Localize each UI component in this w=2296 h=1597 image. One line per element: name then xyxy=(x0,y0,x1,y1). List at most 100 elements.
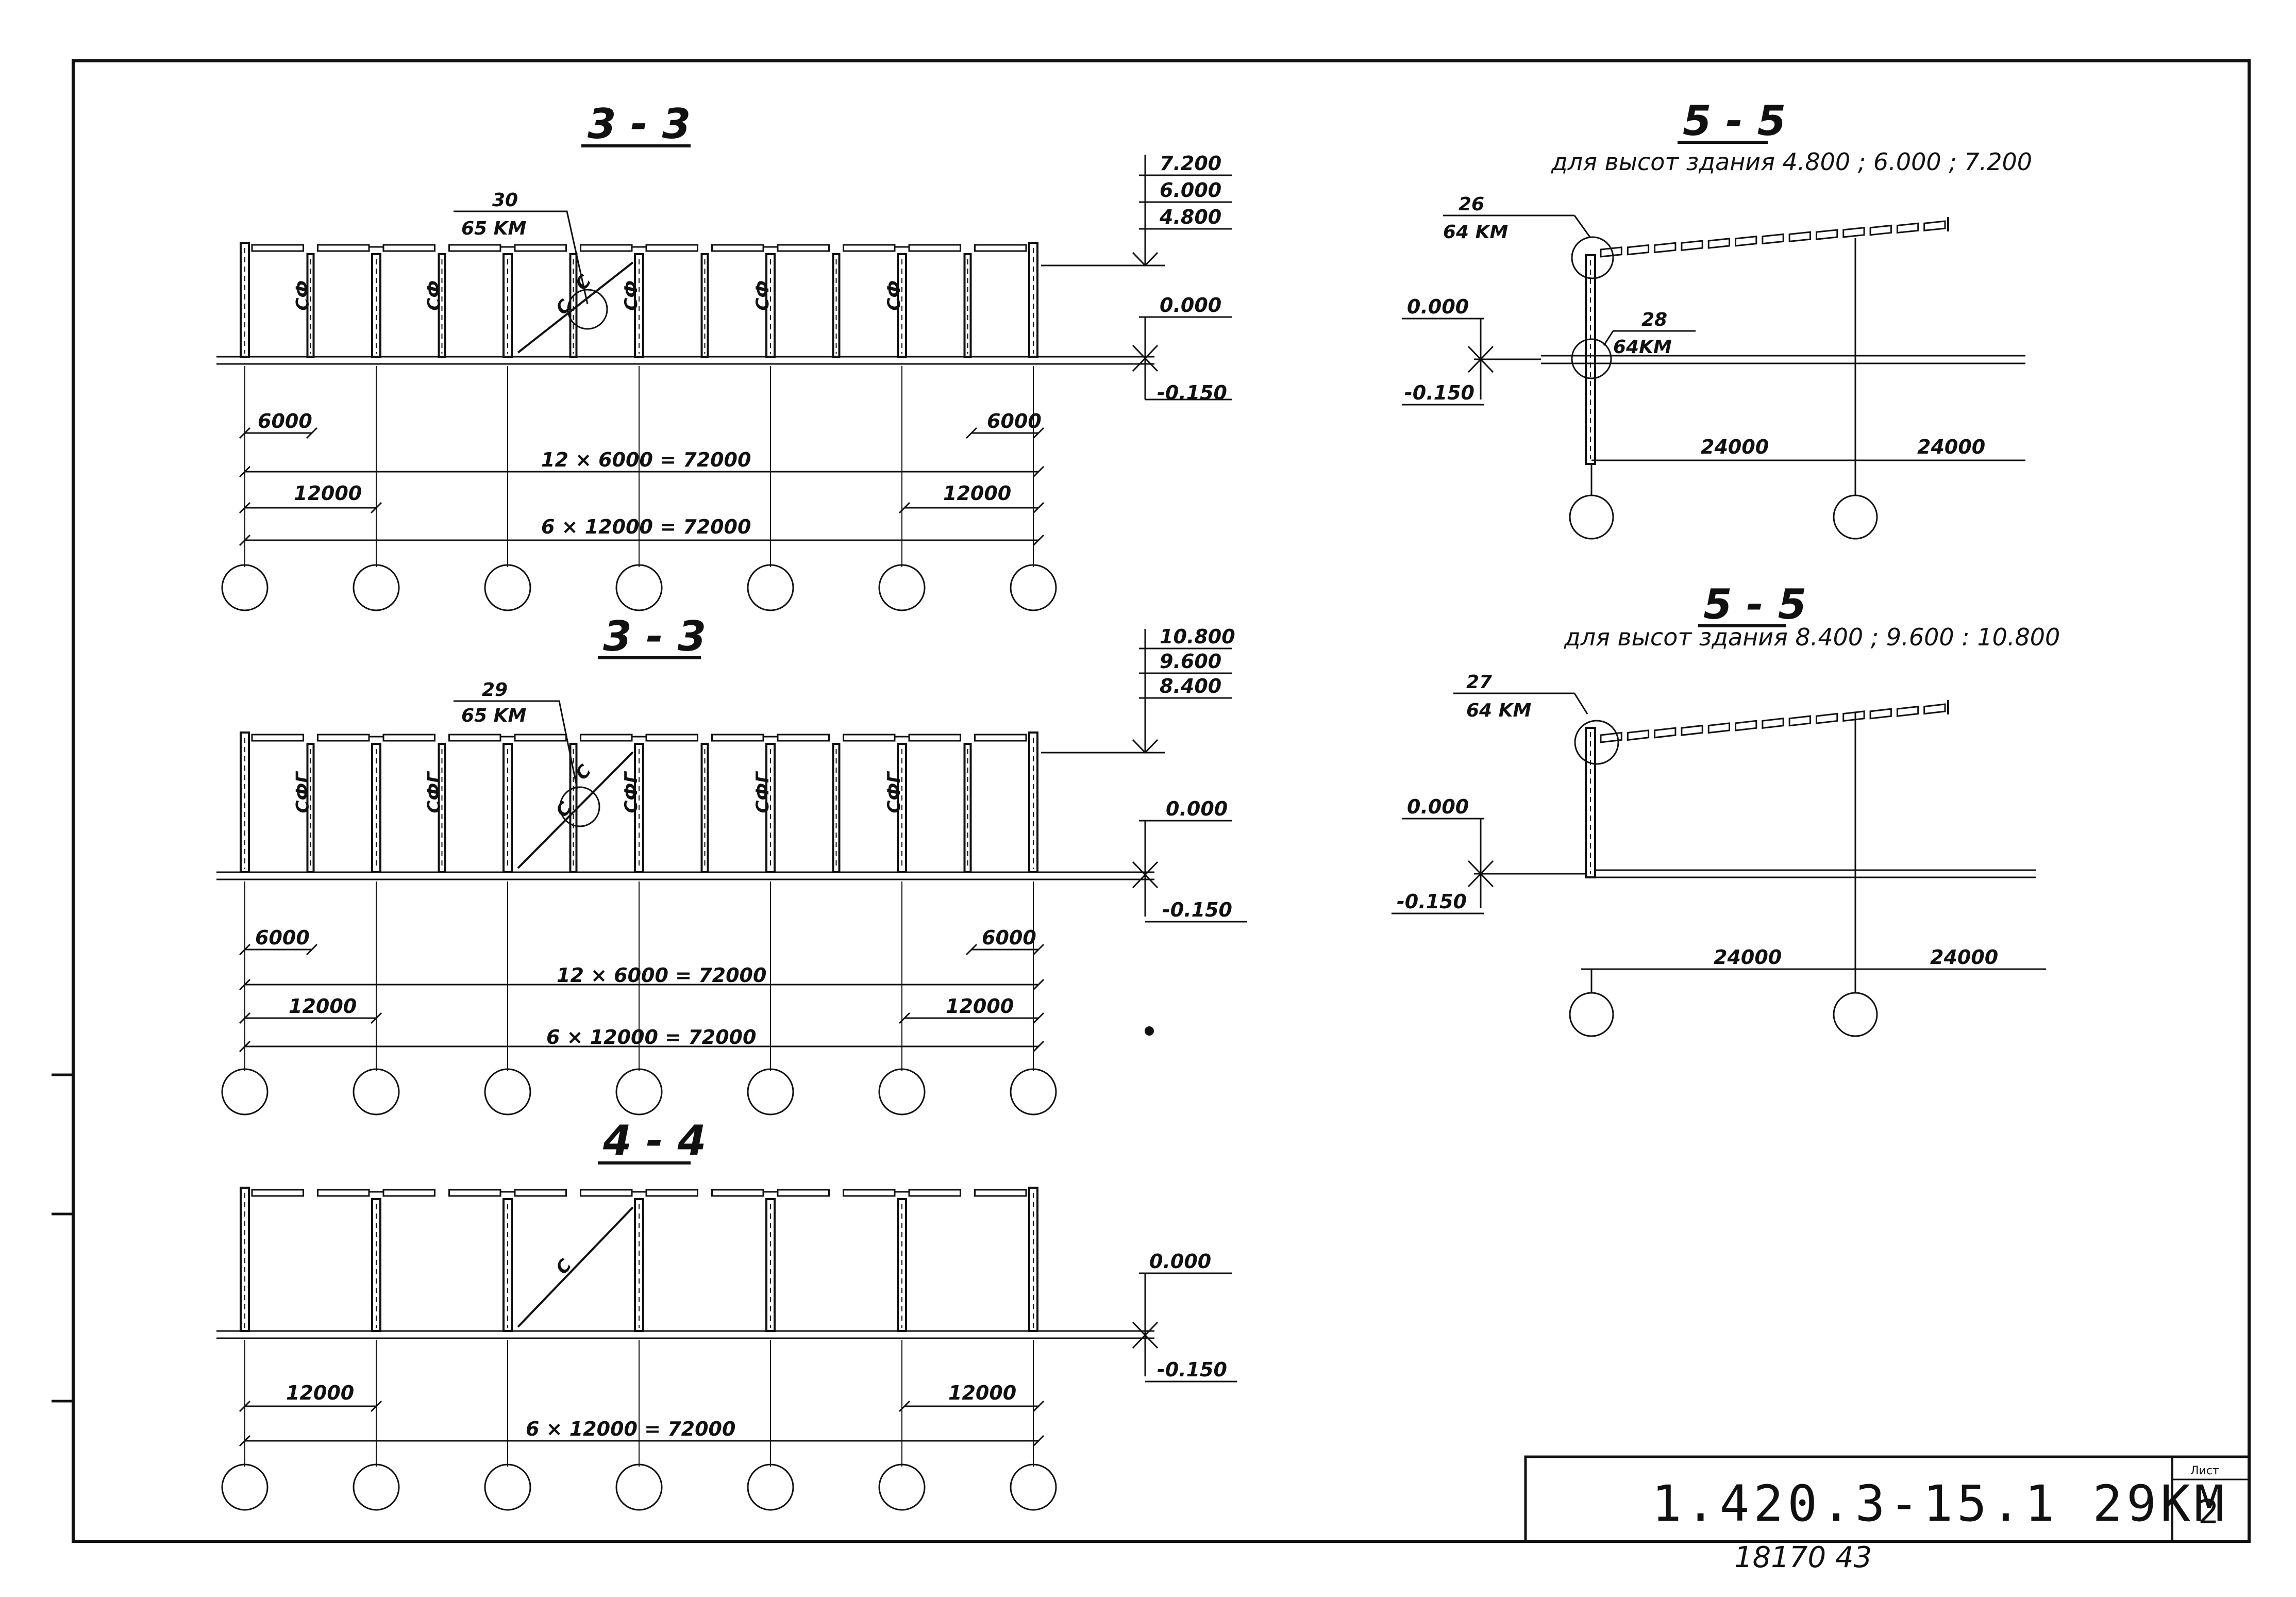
axis-bubble xyxy=(1010,564,1057,611)
dimension-tick xyxy=(306,427,318,439)
dimension-tick xyxy=(898,1012,911,1024)
roof-panel xyxy=(1707,238,1731,249)
dimension-tick xyxy=(1032,1435,1045,1447)
node-circle xyxy=(559,786,600,827)
panel-label: СФ xyxy=(293,280,313,311)
axis-bubble xyxy=(747,1463,794,1511)
roof-panel xyxy=(251,244,304,252)
axis-bubble xyxy=(1833,494,1878,540)
axis-bubbles xyxy=(221,1463,1057,1511)
dimension-tick xyxy=(1032,1012,1045,1024)
roof-panel xyxy=(580,244,633,252)
column xyxy=(634,743,644,873)
column xyxy=(306,743,315,873)
brace-label: С xyxy=(552,1255,576,1278)
dim-label: 6000 xyxy=(987,410,1042,432)
column xyxy=(897,1198,907,1332)
section-subtitle: для высот здания 8.400 ; 9.600 : 10.800 xyxy=(1564,623,2060,651)
frame-elevation: С xyxy=(216,1187,1154,1467)
column xyxy=(963,253,972,358)
roof-panel xyxy=(1654,727,1677,739)
roof-panel xyxy=(1762,233,1784,245)
panel-label: СФ xyxy=(621,280,642,311)
roof-panel xyxy=(317,1189,370,1197)
roof-panel xyxy=(514,734,567,742)
section-5-5-lower: 5 - 5 для высот здания 8.400 ; 9.600 : 1… xyxy=(1392,580,2060,1037)
roof-panel xyxy=(711,244,764,252)
node-number: 30 xyxy=(492,190,518,211)
node-number: 28 xyxy=(1641,309,1667,330)
column xyxy=(502,253,513,358)
ink-dot xyxy=(1145,1026,1154,1036)
column xyxy=(240,242,250,358)
brace-label: С xyxy=(552,295,576,319)
panel-label: СФГ xyxy=(752,771,773,813)
column xyxy=(1028,731,1038,873)
section-4-4: 4 - 4 С 0.000 -0.150 12000 12000 6 × 120… xyxy=(216,1117,1237,1511)
panel-label: СФ xyxy=(424,280,445,311)
axis-bubble xyxy=(878,1068,926,1116)
axis-bubble xyxy=(484,1463,531,1511)
roof-panel xyxy=(1896,705,1919,717)
dimension-tick xyxy=(898,1400,911,1412)
column xyxy=(240,1187,250,1332)
roof-panel xyxy=(448,244,501,252)
column xyxy=(1028,1187,1038,1332)
axis-bubble xyxy=(221,564,269,611)
node-circle xyxy=(567,289,608,330)
node-number: 26 xyxy=(1459,194,1484,215)
section-5-5-upper: 5 - 5 для высот здания 4.800 ; 6.000 ; 7… xyxy=(1402,97,2032,540)
roof-panel xyxy=(843,1189,896,1197)
axis-bubble xyxy=(1569,494,1614,540)
level-label: 7.200 xyxy=(1160,152,1221,175)
axis-bubbles xyxy=(221,1068,1057,1116)
column xyxy=(438,743,446,873)
sheet-frame xyxy=(72,59,2251,1543)
roof-panel xyxy=(843,734,896,742)
document-code: 1.420.3-15.1 29KM xyxy=(1652,1475,2228,1533)
level-label: 9.600 xyxy=(1160,650,1221,673)
roof-panel xyxy=(1788,715,1811,727)
roof-panel xyxy=(1627,244,1650,256)
axis-bubble xyxy=(353,564,400,611)
column xyxy=(765,743,776,873)
span-label: 24000 xyxy=(1714,946,1782,969)
column xyxy=(240,731,250,873)
dimension-tick xyxy=(1032,978,1045,991)
panel-label: СФГ xyxy=(424,771,445,813)
section-title: 5 - 5 xyxy=(1703,580,1806,628)
axis-bubble xyxy=(878,564,926,611)
column xyxy=(371,1198,381,1332)
roof-panel xyxy=(777,244,830,252)
axis-bubble xyxy=(1569,992,1614,1037)
brace xyxy=(517,751,634,869)
roof-panel xyxy=(711,1189,764,1197)
node-reference: 65 KM xyxy=(461,218,527,239)
column xyxy=(371,253,381,358)
dimension-tick xyxy=(1032,502,1045,514)
level-label: 4.800 xyxy=(1159,206,1221,228)
level-markers: 0.000 -0.150 xyxy=(1132,1250,1237,1383)
roof-panel xyxy=(1788,231,1811,243)
panel-label: СФ xyxy=(752,280,773,311)
node-circle xyxy=(1574,720,1619,765)
roof-panel xyxy=(580,1189,633,1197)
dim-label: 6000 xyxy=(982,926,1036,949)
dim-label: 12000 xyxy=(946,995,1014,1018)
panel-label: СФГ xyxy=(884,771,904,813)
roof-panel xyxy=(777,734,830,742)
roof-panel xyxy=(645,244,698,252)
axis-bubble xyxy=(1833,992,1878,1037)
column xyxy=(765,1198,776,1332)
column xyxy=(765,253,776,358)
dim-label: 12000 xyxy=(286,1382,354,1404)
roof-panel xyxy=(382,1189,435,1197)
roof-panel xyxy=(1923,703,1946,715)
column xyxy=(634,1198,644,1332)
level-markers: 7.200 6.000 4.800 0.000 -0.150 xyxy=(1041,152,1232,404)
column xyxy=(832,743,841,873)
column xyxy=(963,743,972,873)
brace xyxy=(517,1206,634,1328)
